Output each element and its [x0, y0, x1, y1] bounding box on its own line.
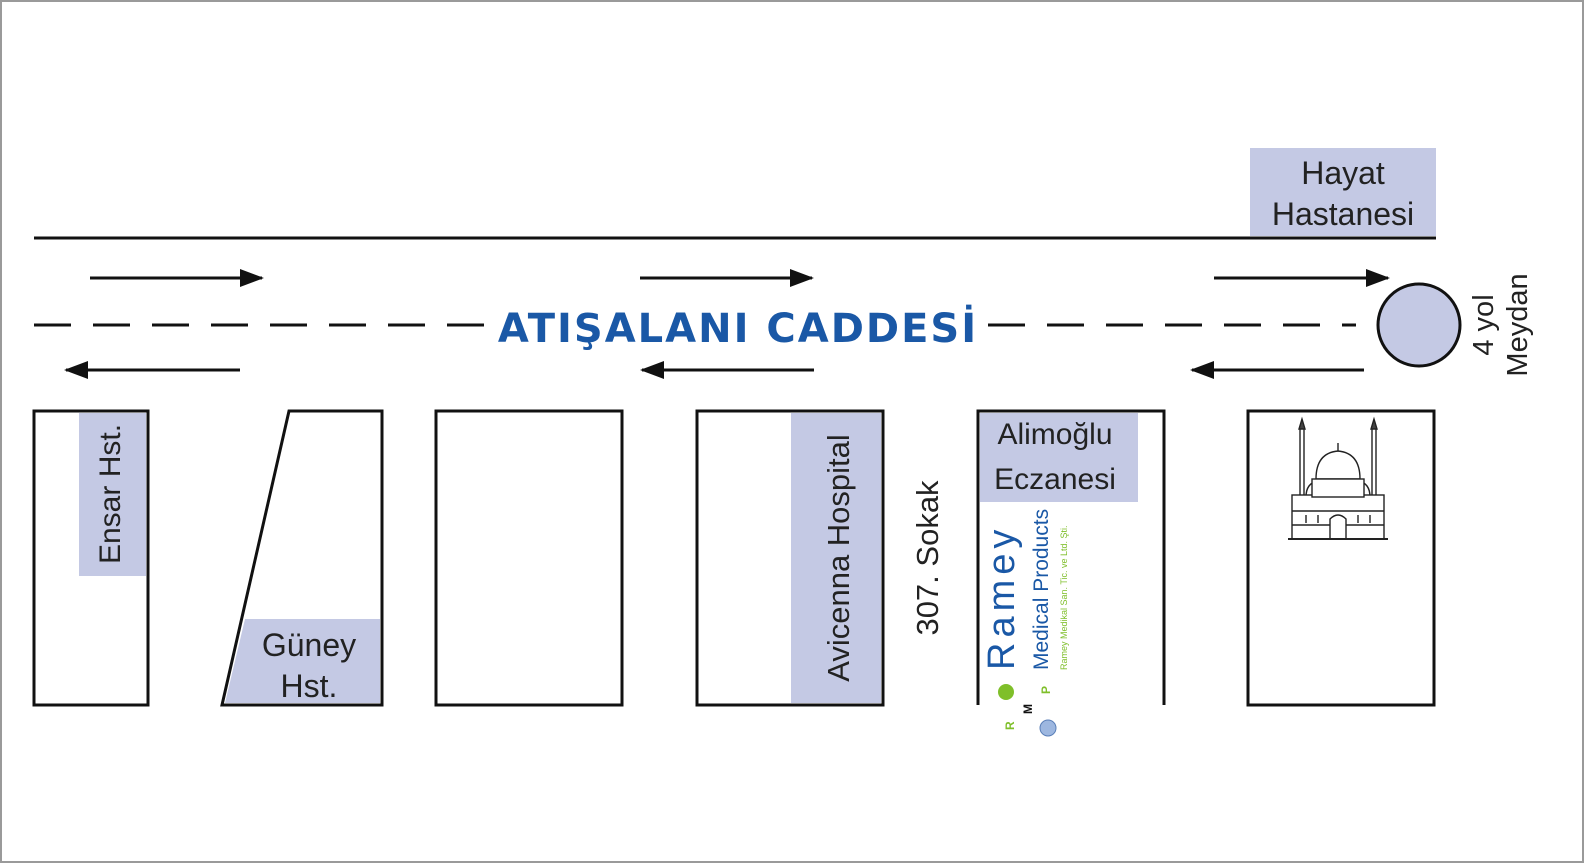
- hayat-hastanesi-label-box: [1250, 148, 1436, 236]
- mosque-icon: [1288, 416, 1388, 540]
- logo-legal: Ramey Medikal San. Tic. ve Ltd. Şti.: [1059, 525, 1069, 670]
- logo-leaf-green: [998, 684, 1014, 700]
- sokak-label: 307. Sokak: [910, 480, 945, 636]
- block-empty: [434, 409, 624, 707]
- logo-leaf-blue: [1039, 719, 1057, 737]
- hayat-hastanesi-label-line2: Hastanesi: [1272, 196, 1414, 232]
- guney-label-line1: Güney: [262, 627, 356, 663]
- logo-letter-r: R: [1003, 721, 1017, 730]
- ensar-label: Ensar Hst.: [94, 424, 127, 564]
- alimoglu-label-line2: Eczanesi: [994, 463, 1116, 496]
- alimoglu-label-line1: Alimoğlu: [997, 418, 1112, 451]
- block-alimoglu: [976, 409, 1166, 705]
- hayat-hastanesi-label-line1: Hayat: [1301, 155, 1385, 191]
- ensar-label-box: [79, 413, 146, 576]
- roundabout-label-line2: Meydan: [1502, 273, 1534, 376]
- logo-brand: Ramey: [981, 525, 1023, 670]
- avicenna-label: Avicenna Hospital: [821, 434, 856, 682]
- roundabout-icon: [1376, 282, 1462, 368]
- logo-letter-m: M: [1021, 704, 1035, 714]
- guney-label-box: [225, 619, 380, 703]
- roundabout-label-line1: 4 yol: [1468, 294, 1500, 355]
- ramey-logo: R M P Ramey Medical Products Ramey Medik…: [981, 509, 1069, 737]
- logo-subtitle: Medical Products: [1030, 509, 1053, 670]
- street-name: ATIŞALANI CADDESİ: [498, 304, 978, 352]
- guney-label-line2: Hst.: [281, 668, 338, 704]
- avicenna-label-box: [791, 413, 881, 703]
- alimoglu-label-box: [980, 413, 1138, 502]
- logo-letter-p: P: [1039, 686, 1053, 694]
